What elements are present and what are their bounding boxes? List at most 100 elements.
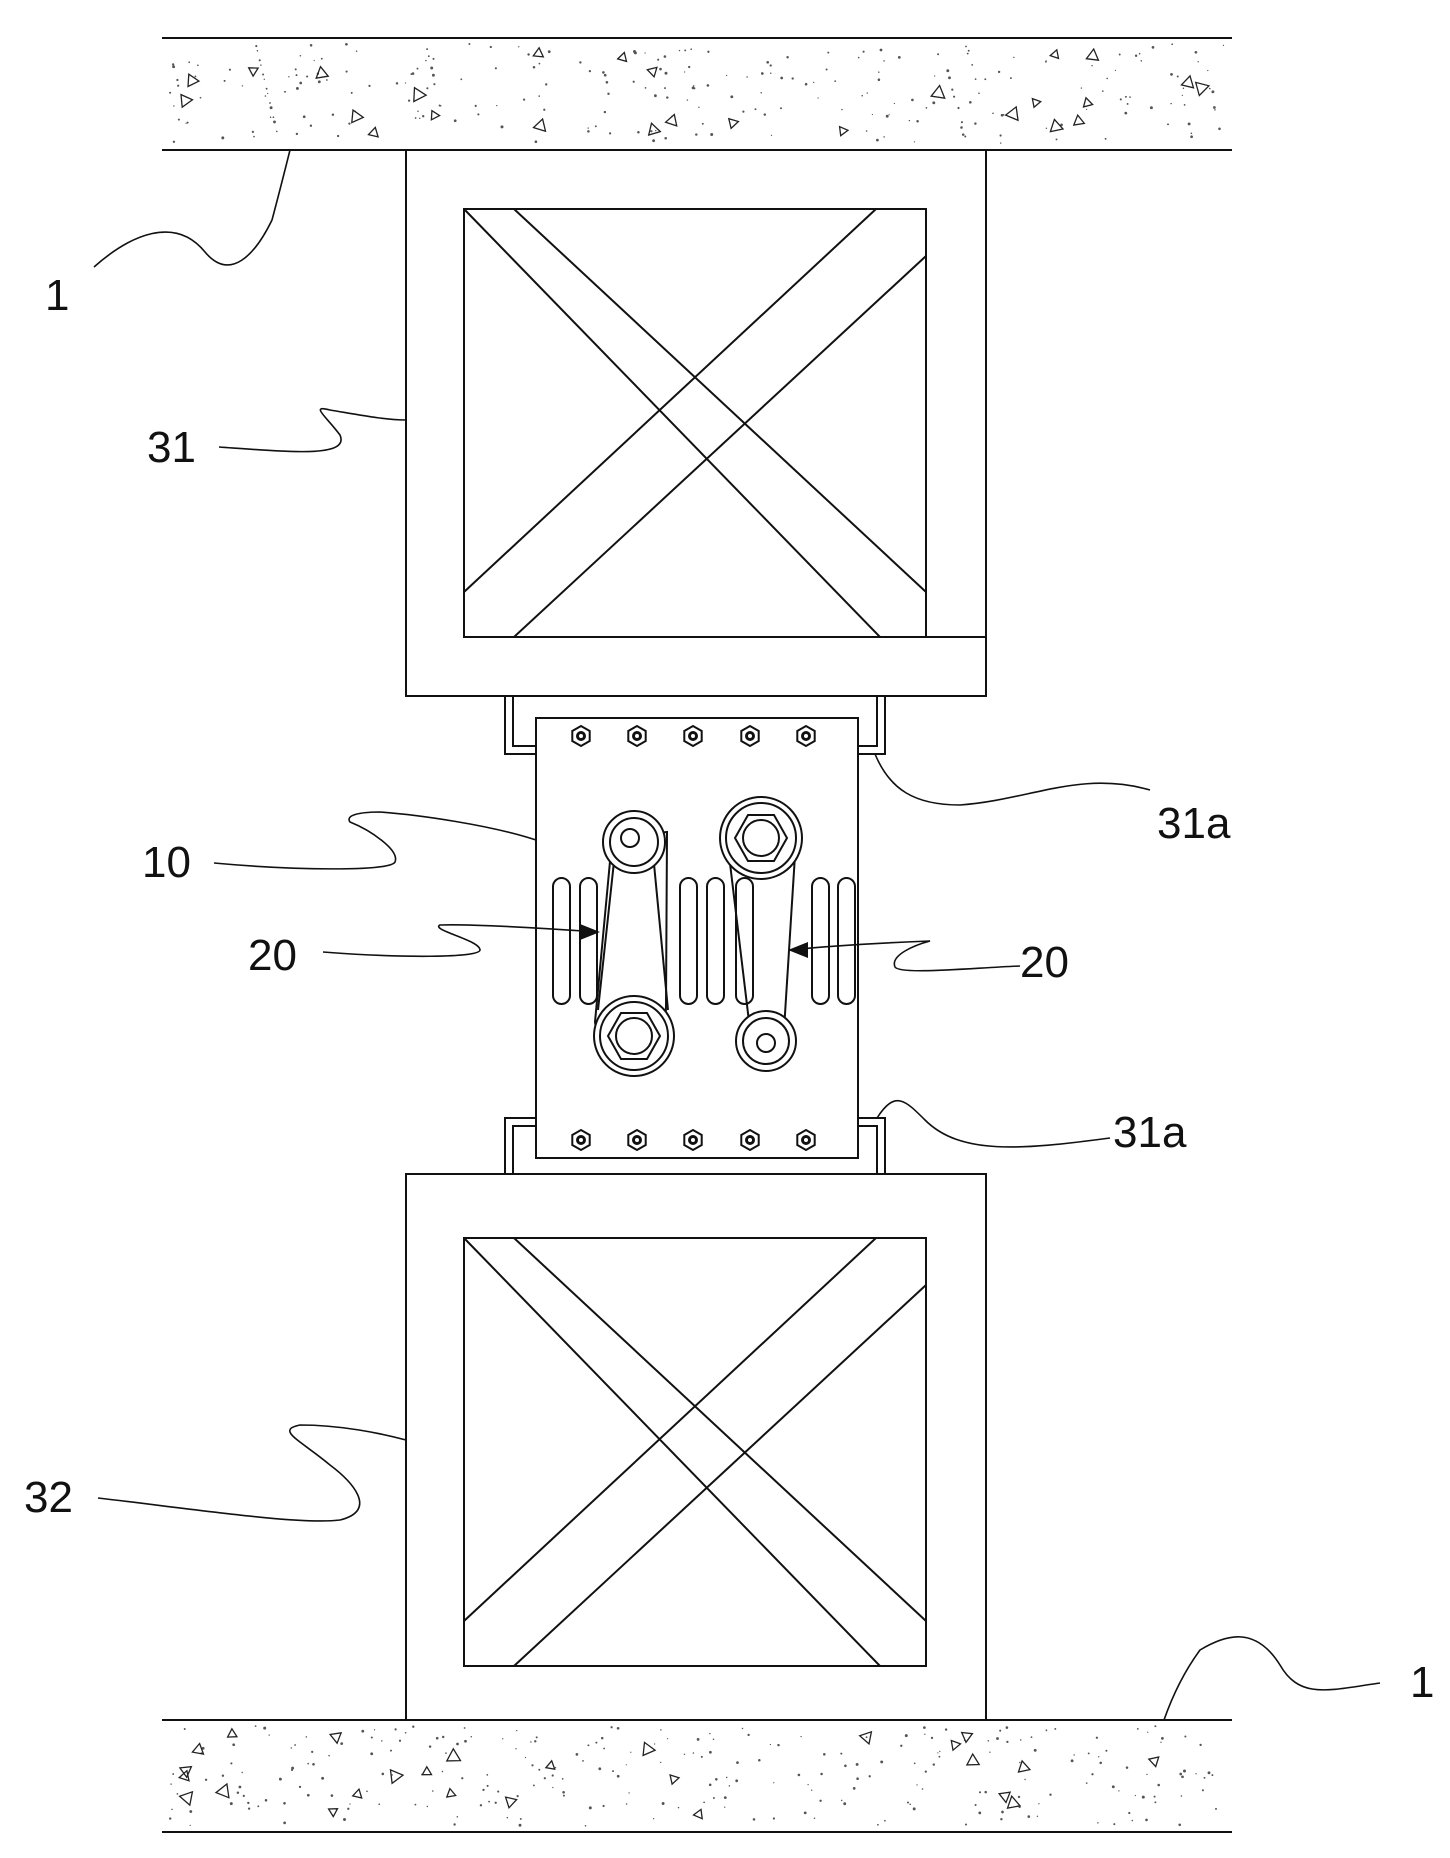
speckle-dot: [880, 1760, 884, 1764]
speckle-dot: [710, 133, 714, 136]
speckle-dot: [984, 78, 987, 81]
speckle-dot: [229, 1802, 233, 1806]
aggregate-mark: [178, 1790, 194, 1807]
slot: [706, 877, 725, 1005]
speckle-dot: [692, 1752, 695, 1754]
speckle-dot: [321, 1776, 325, 1780]
speckle-dot: [1214, 109, 1216, 111]
speckle-dot: [309, 124, 313, 127]
speckle-dot: [971, 63, 974, 66]
speckle-dot: [1222, 44, 1225, 47]
speckle-dot: [176, 1793, 179, 1795]
speckle-dot: [754, 108, 757, 111]
speckle-dot: [951, 88, 954, 91]
speckle-dot: [350, 91, 353, 94]
aggregate-mark: [616, 51, 628, 63]
speckle-dot: [306, 75, 309, 78]
aggregate-mark: [642, 1741, 657, 1757]
speckle-dot: [1187, 122, 1191, 126]
bolt: [683, 724, 703, 748]
speckle-dot: [486, 1784, 489, 1787]
speckle-dot: [522, 98, 526, 101]
aggregate-mark: [950, 1739, 962, 1752]
speckle-dot: [247, 1807, 251, 1810]
aggregate-mark: [445, 1747, 462, 1762]
speckle-dot: [278, 1777, 282, 1781]
aggregate-mark: [1017, 1759, 1032, 1773]
speckle-dot: [355, 50, 358, 52]
speckle-dot: [313, 59, 315, 62]
speckle-dot: [1054, 1727, 1057, 1730]
speckle-dot: [1045, 1729, 1048, 1732]
speckle-dot: [370, 1752, 374, 1756]
speckle-dot: [871, 113, 874, 116]
speckle-dot: [1207, 1771, 1211, 1775]
speckle-dot: [857, 56, 860, 59]
aggregate-mark: [421, 1765, 433, 1776]
aggregate-mark: [669, 1774, 681, 1786]
speckle-dot: [482, 1788, 485, 1792]
speckle-dot: [258, 59, 261, 62]
speckle-dot: [516, 1795, 519, 1798]
speckle-dot: [999, 1729, 1002, 1732]
speckle-dot: [840, 1752, 843, 1755]
speckle-dot: [1049, 1793, 1052, 1796]
speckle-dot: [1147, 1731, 1149, 1733]
speckle-dot: [1140, 60, 1143, 62]
speckle-dot: [554, 1766, 557, 1769]
speckle-dot: [1195, 1773, 1197, 1775]
speckle-dot: [913, 1762, 916, 1765]
speckle-dot: [582, 1760, 584, 1762]
speckle-dot: [199, 96, 202, 99]
speckle-dot: [913, 141, 916, 143]
speckle-dot: [1101, 90, 1104, 92]
speckle-dot: [834, 80, 837, 82]
aggregate-mark: [1006, 1794, 1022, 1810]
speckle-dot: [298, 1785, 302, 1789]
aggregate-mark: [692, 1808, 703, 1820]
speckle-dot: [610, 1726, 613, 1729]
speckle-dot: [879, 48, 883, 52]
speckle-dot: [709, 1732, 711, 1735]
speckle-dot: [532, 1784, 535, 1787]
label-bracket-bottom: 31a: [1113, 1108, 1187, 1157]
speckle-dot: [852, 1787, 856, 1790]
speckle-dot: [530, 1741, 532, 1743]
speckle-dot: [264, 95, 267, 97]
speckle-dot: [265, 87, 268, 90]
speckle-dot: [961, 133, 965, 136]
speckle-dot: [172, 140, 176, 143]
speckle-dot: [432, 1790, 434, 1792]
speckle-dot: [340, 1742, 344, 1745]
speckle-dot: [840, 1799, 843, 1802]
speckle-dot: [395, 82, 399, 85]
aggregate-mark: [351, 108, 365, 124]
speckle-dot: [547, 50, 551, 54]
speckle-dot: [535, 1736, 538, 1739]
speckle-dot: [453, 1823, 456, 1826]
speckle-dot: [426, 87, 429, 90]
speckle-dot: [595, 1741, 598, 1744]
speckle-dot: [803, 1811, 807, 1815]
speckle-dot: [176, 78, 179, 82]
speckle-dot: [909, 1803, 911, 1806]
speckle-dot: [370, 1736, 373, 1739]
aggregate-mark: [858, 1730, 873, 1746]
speckle-dot: [426, 1805, 429, 1808]
speckle-dot: [877, 1823, 879, 1826]
speckle-dot: [1218, 127, 1221, 131]
speckle-dot: [561, 1778, 564, 1780]
left-link-arm: [593, 810, 675, 1077]
bolt: [571, 724, 591, 748]
label-damper-plate: 10: [142, 838, 191, 887]
speckle-dot: [262, 73, 265, 76]
speckle-dot: [856, 1777, 859, 1780]
speckle-dot: [780, 107, 782, 110]
speckle-dot: [698, 106, 700, 109]
speckle-dot: [381, 1740, 383, 1742]
speckle-dot: [1033, 1748, 1037, 1752]
aggregate-mark: [1049, 118, 1065, 133]
speckle-dot: [311, 1750, 314, 1754]
speckle-dot: [260, 64, 262, 66]
speckle-dot: [1211, 1774, 1214, 1777]
